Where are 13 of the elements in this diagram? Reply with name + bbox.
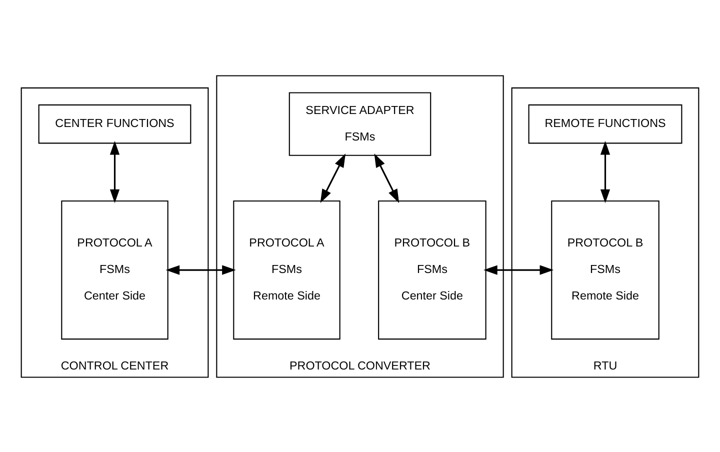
node-box: PROTOCOL B FSMs Center Side — [378, 200, 486, 340]
node-box: REMOTE FUNCTIONS — [528, 104, 682, 144]
node-box: PROTOCOL B FSMs Remote Side — [551, 200, 660, 340]
arrow — [600, 140, 610, 203]
node-box: SERVICE ADAPTER FSMs — [288, 92, 432, 156]
arrow — [110, 140, 120, 203]
arrow — [374, 152, 400, 203]
arrow — [320, 152, 346, 203]
arrow — [484, 264, 554, 274]
node-box: CENTER FUNCTIONS — [38, 104, 192, 144]
arrow — [166, 264, 236, 274]
node-box: PROTOCOL A FSMs Center Side — [61, 200, 168, 340]
node-box: PROTOCOL A FSMs Remote Side — [233, 200, 340, 340]
